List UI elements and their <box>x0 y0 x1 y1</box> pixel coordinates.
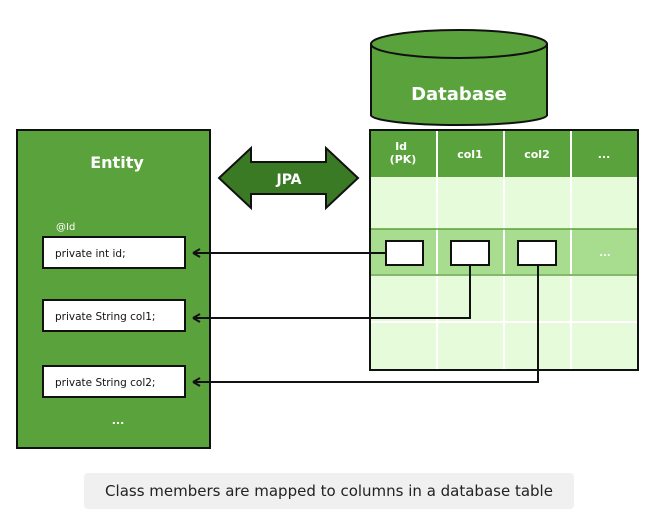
row-cell-col2 <box>517 240 557 266</box>
table-border <box>369 129 639 371</box>
jpa-arrow: JPA <box>217 145 360 211</box>
connector-col2 <box>192 265 539 387</box>
connector-col1 <box>192 265 471 323</box>
column-header-id-line1: Id <box>395 140 407 153</box>
mapping-connectors <box>192 248 539 387</box>
id-annotation: @Id <box>56 222 75 233</box>
field-box-col1 <box>42 299 186 332</box>
entity-panel <box>16 129 211 449</box>
database-table: Id (PK) col1 col2 ... ... <box>369 129 639 371</box>
column-header-more: ... <box>598 148 611 161</box>
row-cell-col1 <box>450 240 490 266</box>
database-top <box>370 29 548 59</box>
field-label-col1: private String col1; <box>55 311 155 323</box>
jpa-label: JPA <box>275 172 301 188</box>
column-header-col2: col2 <box>524 148 550 161</box>
column-header-col1: col1 <box>457 148 483 161</box>
row-cell-more: ... <box>599 248 610 259</box>
field-box-id <box>42 236 186 269</box>
jpa-arrow-shape <box>217 145 360 211</box>
entity-box: Entity @Id private int id; private Strin… <box>16 129 211 449</box>
field-label-id: private int id; <box>55 248 126 260</box>
database-cylinder: Database <box>370 29 548 126</box>
field-label-col2: private String col2; <box>55 377 155 389</box>
column-header-id-line2: (PK) <box>390 153 417 166</box>
column-header-id: Id (PK) <box>390 140 417 166</box>
database-label: Database <box>411 84 507 105</box>
entity-title: Entity <box>90 153 144 172</box>
caption: Class members are mapped to columns in a… <box>84 473 574 509</box>
row-cell-id <box>385 240 424 266</box>
field-box-col2 <box>42 365 186 398</box>
fields-ellipsis: ... <box>112 414 125 427</box>
